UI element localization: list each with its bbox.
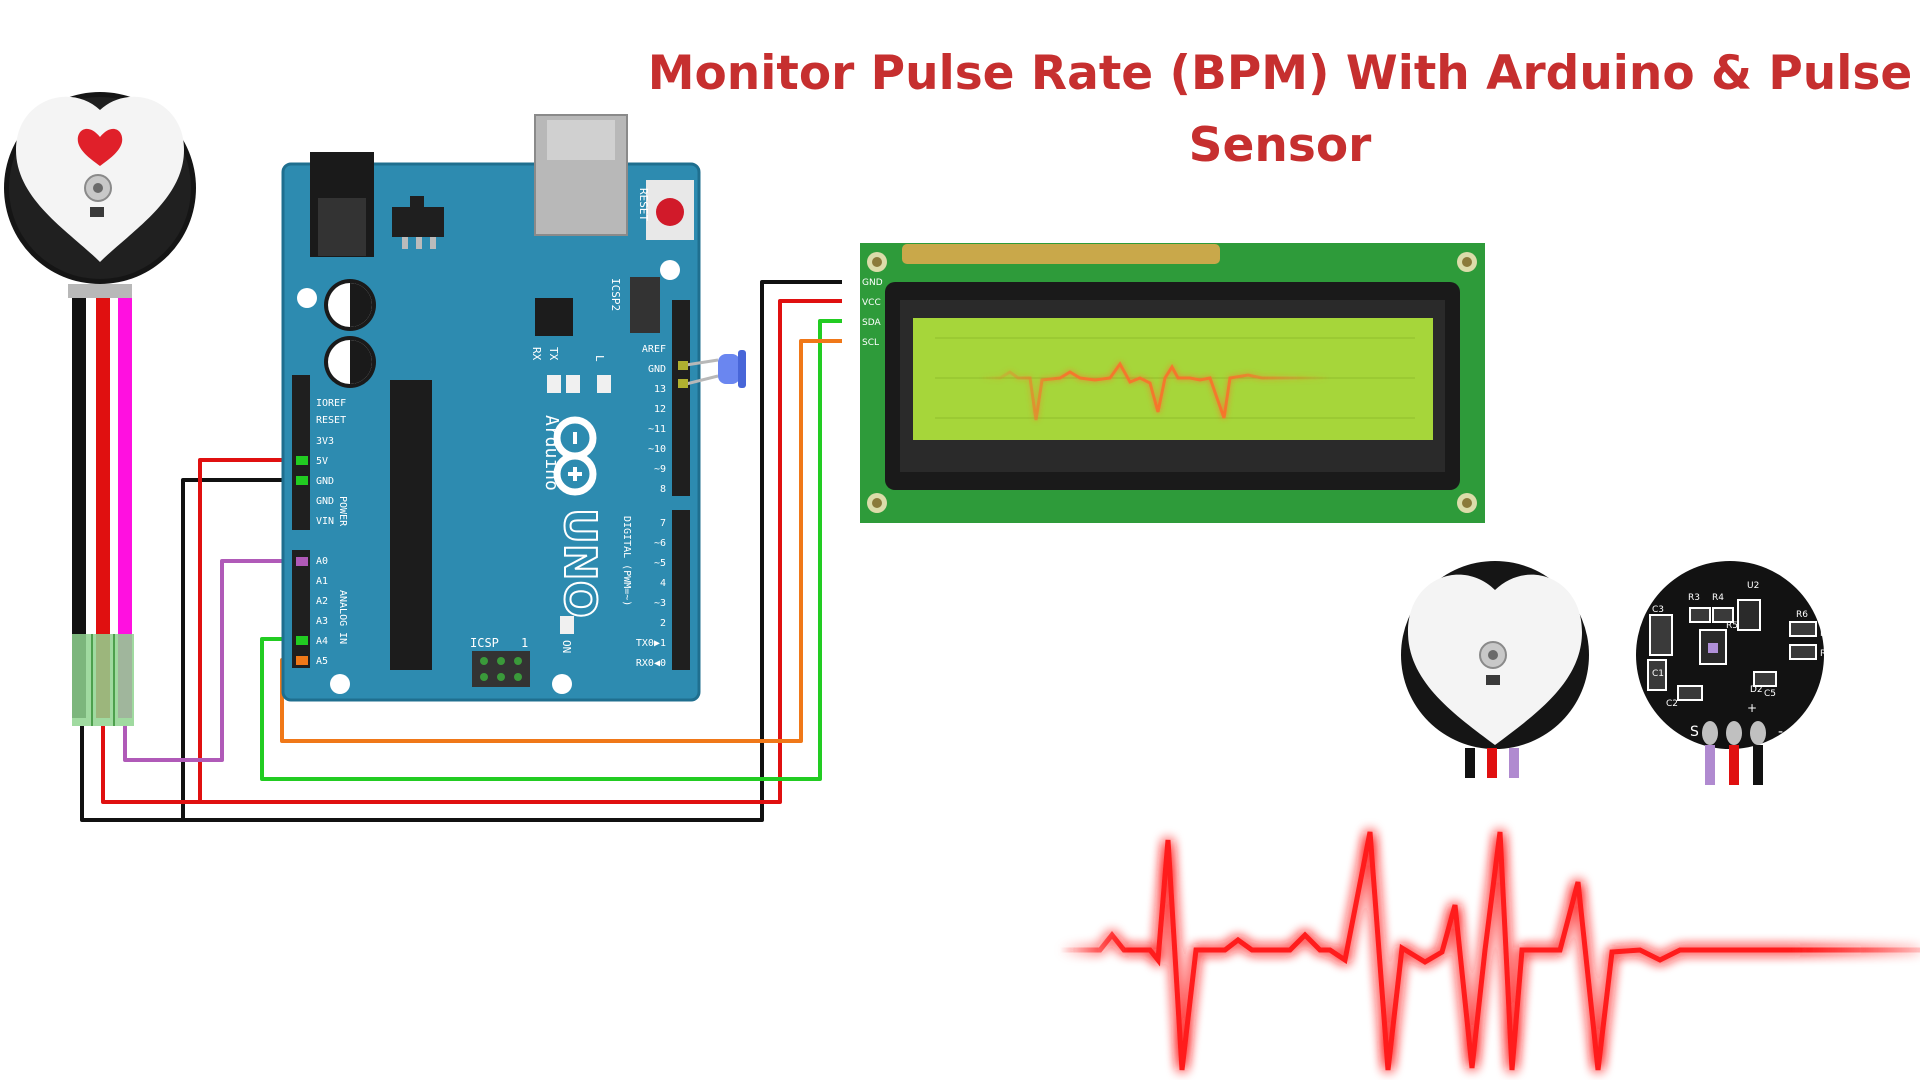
pulse-sensor-left (4, 92, 196, 298)
arduino-model: UNO (554, 508, 605, 618)
reset-button (656, 198, 684, 226)
wire-vcc-lcd-red (200, 299, 842, 804)
svg-text:GND: GND (316, 476, 334, 487)
svg-text:POWER: POWER (337, 496, 348, 527)
digital-pin-labels-bottom: 7 ~6 ~5 4 ~3 2 TX0▶1 RX0◀0 (636, 518, 666, 669)
svg-text:AREF: AREF (642, 344, 666, 355)
lcd-ecg-trace (980, 361, 1330, 421)
svg-text:13: 13 (654, 384, 666, 395)
pulse-sensor-front (1401, 561, 1589, 778)
power-pin-labels: IOREF RESET 3V3 5V GND GND VIN (316, 398, 346, 527)
svg-text:A1: A1 (316, 576, 328, 587)
svg-text:A2: A2 (316, 596, 328, 607)
svg-text:A5: A5 (316, 656, 328, 667)
wires (80, 280, 842, 822)
lcd-pin-labels: GND VCC SDA SCL (862, 278, 883, 348)
svg-text:R5: R5 (1726, 621, 1738, 631)
arduino-uno-board: RESET ICSP2 TX RX L Arduino UNO (281, 114, 701, 702)
svg-text:U2: U2 (1747, 581, 1759, 591)
lcd-16x2: GND VCC SDA SCL (860, 243, 1485, 523)
svg-text:GND: GND (862, 278, 883, 288)
svg-text:R6: R6 (1796, 610, 1808, 620)
svg-text:~10: ~10 (648, 444, 666, 455)
sensor-cable (72, 298, 134, 726)
svg-text:C5: C5 (1764, 689, 1776, 699)
wire-sda-green (260, 319, 842, 781)
led-blue (678, 350, 746, 388)
sensor-back-labels: U2 R3 R4 R5 R6 R1 R2 C3 C1 C2 C5 D2 S + … (1652, 581, 1832, 740)
lcd-top-pins (902, 244, 1220, 264)
arduino-brand: Arduino (541, 415, 562, 491)
svg-text:R1: R1 (1820, 629, 1832, 639)
svg-text:A4: A4 (316, 636, 328, 647)
svg-text:~9: ~9 (654, 464, 666, 475)
svg-text:C2: C2 (1666, 699, 1678, 709)
svg-text:VIN: VIN (316, 516, 334, 527)
svg-text:~11: ~11 (648, 424, 666, 435)
svg-text:3V3: 3V3 (316, 436, 334, 447)
svg-text:1: 1 (521, 636, 528, 650)
svg-text:ICSP: ICSP (470, 636, 499, 650)
digital-header-bottom (672, 510, 690, 670)
svg-text:RX: RX (530, 347, 543, 361)
svg-text:SDA: SDA (862, 318, 881, 328)
svg-text:ON: ON (560, 640, 573, 653)
svg-text:2: 2 (660, 618, 666, 629)
heart-icon (77, 128, 123, 166)
atmega-chip (390, 380, 432, 670)
wire-gnd-lcd-black (183, 280, 842, 822)
analog-pin-labels: A0 A1 A2 A3 A4 A5 (316, 556, 328, 667)
svg-text:+: + (1747, 701, 1757, 715)
arduino-logo-icon (553, 416, 597, 496)
svg-text:R4: R4 (1712, 593, 1724, 603)
ecg-pulse-line (1060, 831, 1920, 1071)
svg-text:S: S (1690, 724, 1699, 740)
digital-header-top (672, 300, 690, 496)
diagram-title: Monitor Pulse Rate (BPM) With Arduino & … (530, 38, 1920, 182)
sensor-back-pads (1702, 721, 1766, 745)
svg-text:-: - (1778, 724, 1783, 740)
digital-pin-labels-top: AREF GND 13 12 ~11 ~10 ~9 8 (642, 344, 666, 495)
svg-text:TX: TX (547, 347, 560, 361)
svg-text:IOREF: IOREF (316, 398, 346, 409)
svg-text:~6: ~6 (654, 538, 666, 549)
pulse-sensor-back: U2 R3 R4 R5 R6 R1 R2 C3 C1 C2 C5 D2 S + … (1636, 561, 1832, 785)
analog-header (292, 550, 310, 668)
svg-text:GND: GND (648, 364, 666, 375)
svg-text:RX0◀0: RX0◀0 (636, 658, 666, 669)
svg-text:4: 4 (660, 578, 666, 589)
wire-5v-red (101, 458, 300, 804)
svg-text:8: 8 (660, 484, 666, 495)
svg-text:5V: 5V (316, 456, 328, 467)
svg-text:RESET: RESET (637, 188, 650, 221)
svg-text:ICSP2: ICSP2 (609, 278, 622, 311)
svg-text:DIGITAL (PWM=~): DIGITAL (PWM=~) (621, 516, 632, 606)
svg-text:~3: ~3 (654, 598, 666, 609)
svg-text:L: L (593, 355, 606, 362)
svg-text:C3: C3 (1652, 605, 1664, 615)
svg-text:RESET: RESET (316, 415, 346, 426)
power-header (292, 375, 310, 530)
header-wire-ends (296, 456, 308, 665)
title-line-2: Sensor (1188, 118, 1372, 173)
svg-text:R3: R3 (1688, 593, 1700, 603)
svg-text:D2: D2 (1750, 685, 1763, 695)
svg-text:SCL: SCL (862, 338, 879, 348)
svg-text:TX0▶1: TX0▶1 (636, 638, 666, 649)
svg-text:ANALOG IN: ANALOG IN (337, 590, 348, 644)
svg-text:R2: R2 (1820, 649, 1832, 659)
svg-text:A3: A3 (316, 616, 328, 627)
wire-signal-purple (123, 559, 300, 762)
svg-text:C1: C1 (1652, 669, 1664, 679)
svg-text:7: 7 (660, 518, 666, 529)
title-line-1: Monitor Pulse Rate (BPM) With Arduino & … (647, 46, 1913, 101)
svg-text:GND: GND (316, 496, 334, 507)
svg-text:12: 12 (654, 404, 666, 415)
svg-text:VCC: VCC (862, 298, 881, 308)
svg-text:A0: A0 (316, 556, 328, 567)
svg-text:~5: ~5 (654, 558, 666, 569)
